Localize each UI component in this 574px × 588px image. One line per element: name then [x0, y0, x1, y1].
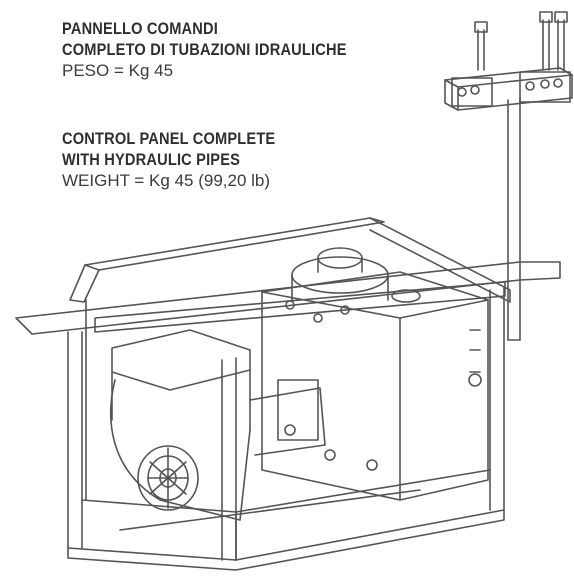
engine [110, 329, 326, 521]
frame [15, 217, 561, 571]
pump-head [291, 247, 421, 303]
caption-italian-line2: COMPLETO DI TUBAZIONI IDRAULICHE [62, 40, 347, 59]
control-panel [444, 11, 573, 341]
caption-english-line2: WITH HYDRAULIC PIPES [62, 150, 241, 169]
caption-italian: PANNELLO COMANDI COMPLETO DI TUBAZIONI I… [62, 18, 393, 82]
oil-tank [261, 271, 489, 501]
caption-english: CONTROL PANEL COMPLETE WITH HYDRAULIC PI… [62, 128, 310, 192]
caption-english-line1: CONTROL PANEL COMPLETE [62, 129, 276, 148]
caption-italian-weight: PESO = Kg 45 [62, 61, 174, 80]
caption-italian-line1: PANNELLO COMANDI [62, 19, 218, 38]
caption-english-weight: WEIGHT = Kg 45 (99,20 lb) [62, 171, 271, 190]
